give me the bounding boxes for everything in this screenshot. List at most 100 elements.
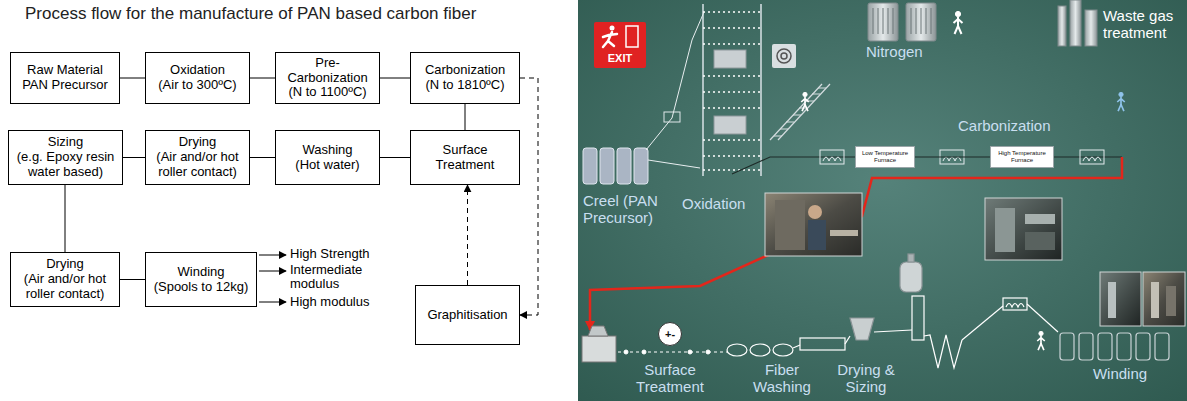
box-heading: Surface Treatment bbox=[415, 143, 515, 173]
box-heading: Drying bbox=[150, 135, 245, 150]
washing-baths bbox=[773, 344, 793, 356]
dryer-and-sizing bbox=[850, 318, 874, 340]
carbonization-line bbox=[1054, 156, 1122, 157]
photo-inset bbox=[1100, 272, 1185, 326]
operator-icon bbox=[954, 11, 963, 34]
photo-inset bbox=[995, 208, 1015, 252]
dryer-and-sizing bbox=[800, 338, 845, 350]
photo-inset bbox=[1151, 282, 1159, 318]
washing-baths bbox=[750, 344, 770, 356]
roller-stand bbox=[1080, 150, 1104, 164]
exit-sign-text: EXIT bbox=[596, 52, 644, 64]
oxidation-oven bbox=[703, 27, 761, 29]
connector bbox=[65, 185, 66, 252]
creel-bobbins bbox=[583, 148, 648, 184]
photo-inset bbox=[1143, 272, 1185, 326]
process-box: Drying(Air and/or hot roller contact) bbox=[10, 252, 120, 307]
treated-tow bbox=[688, 350, 692, 354]
dryer-and-sizing bbox=[900, 262, 922, 292]
winding-bobbins bbox=[1117, 333, 1131, 360]
photo-inset bbox=[985, 198, 1062, 260]
connector bbox=[520, 78, 538, 315]
washing-baths bbox=[727, 344, 800, 356]
box-heading: Pre-Carbonization bbox=[280, 56, 375, 86]
waste-gas-stacks bbox=[1058, 0, 1097, 46]
oxidation-oven bbox=[703, 139, 761, 141]
nitrogen-tanks bbox=[873, 8, 931, 34]
connector bbox=[465, 104, 466, 130]
creel-bobbins bbox=[600, 148, 614, 184]
oxidation-oven bbox=[703, 75, 761, 77]
access-stairs bbox=[770, 84, 822, 140]
winding-bobbins bbox=[1060, 333, 1074, 360]
process-box: Raw Material PAN Precursor bbox=[10, 52, 120, 104]
treated-tow bbox=[706, 350, 710, 354]
process-route bbox=[590, 157, 1122, 330]
diagram-title: Process flow for the manufacture of PAN … bbox=[25, 4, 476, 24]
winding-bobbins bbox=[1155, 333, 1169, 360]
roller-stand bbox=[940, 150, 964, 164]
worker-icon bbox=[801, 92, 809, 111]
exit-sign bbox=[603, 32, 617, 47]
photo-inset bbox=[1025, 232, 1055, 250]
box-text: (Air and/or hot roller contact) bbox=[150, 150, 245, 180]
area-label: Nitrogen bbox=[866, 44, 946, 61]
waste-gas-stacks bbox=[1085, 10, 1097, 46]
connectors bbox=[65, 78, 990, 315]
carbonization-line bbox=[732, 157, 1122, 174]
oxidation-oven bbox=[714, 50, 746, 68]
operator-icon bbox=[1117, 92, 1125, 111]
area-label: Drying & Sizing bbox=[826, 362, 906, 395]
precursor-tow bbox=[648, 160, 700, 168]
winding-bobbins bbox=[1098, 333, 1112, 360]
oxidation-oven bbox=[703, 169, 761, 171]
process-box: Winding(Spools to 12kg) bbox=[145, 252, 257, 307]
box-heading: Low Temperature Furnace bbox=[858, 150, 912, 163]
dryer-and-sizing bbox=[845, 336, 850, 344]
box-heading: Carbonization bbox=[415, 63, 515, 78]
illustration-panel bbox=[578, 0, 1187, 401]
treated-tow bbox=[624, 350, 628, 354]
carbonization-line bbox=[732, 157, 855, 174]
box-heading: High Temperature Furnace bbox=[993, 150, 1051, 163]
waste-gas-stacks bbox=[1058, 6, 1066, 46]
fire-hose-icon bbox=[772, 44, 796, 68]
box-heading: Oxidation bbox=[150, 63, 245, 78]
fire-hose-icon bbox=[777, 49, 791, 63]
exit-sign bbox=[626, 26, 638, 47]
connector bbox=[123, 157, 145, 158]
box-heading: Raw Material PAN Precursor bbox=[15, 63, 115, 93]
photo-inset bbox=[1025, 214, 1055, 224]
exit-sign bbox=[603, 26, 638, 48]
box-heading: Winding bbox=[150, 265, 252, 280]
oxidation-oven bbox=[714, 116, 746, 134]
access-stairs bbox=[770, 84, 830, 140]
operator-icon bbox=[1037, 331, 1045, 350]
oxidation-oven bbox=[702, 4, 704, 176]
oxidation-oven bbox=[703, 11, 761, 13]
washing-baths bbox=[727, 344, 747, 356]
oxidation-oven bbox=[703, 43, 761, 45]
process-box: Graphitisation bbox=[415, 285, 520, 345]
process-box: Sizing(e.g. Epoxy resin water based) bbox=[8, 130, 123, 185]
area-label: Waste gas treatment bbox=[1103, 8, 1183, 41]
dryer-and-sizing bbox=[1003, 298, 1027, 310]
box-heading: Drying bbox=[15, 257, 115, 272]
connector bbox=[380, 78, 410, 79]
photo-inset bbox=[830, 230, 858, 236]
roller-stand bbox=[823, 157, 841, 161]
dryer-and-sizing bbox=[800, 254, 1058, 368]
area-label: Fiber Washing bbox=[742, 362, 822, 395]
area-label: Winding bbox=[1080, 366, 1160, 383]
photo-inset bbox=[1108, 282, 1116, 318]
roller-stand bbox=[943, 157, 961, 161]
process-box: Carbonization(N to 1810ºC) bbox=[410, 52, 520, 104]
process-box: Drying(Air and/or hot roller contact) bbox=[145, 130, 250, 185]
box-heading: Washing bbox=[280, 143, 375, 158]
dryer-and-sizing bbox=[874, 330, 912, 332]
box-text: (N to 1810ºC) bbox=[415, 78, 515, 93]
surface-treatment-unit bbox=[582, 336, 616, 362]
output-arrow bbox=[259, 255, 286, 256]
washing-baths bbox=[793, 345, 800, 348]
